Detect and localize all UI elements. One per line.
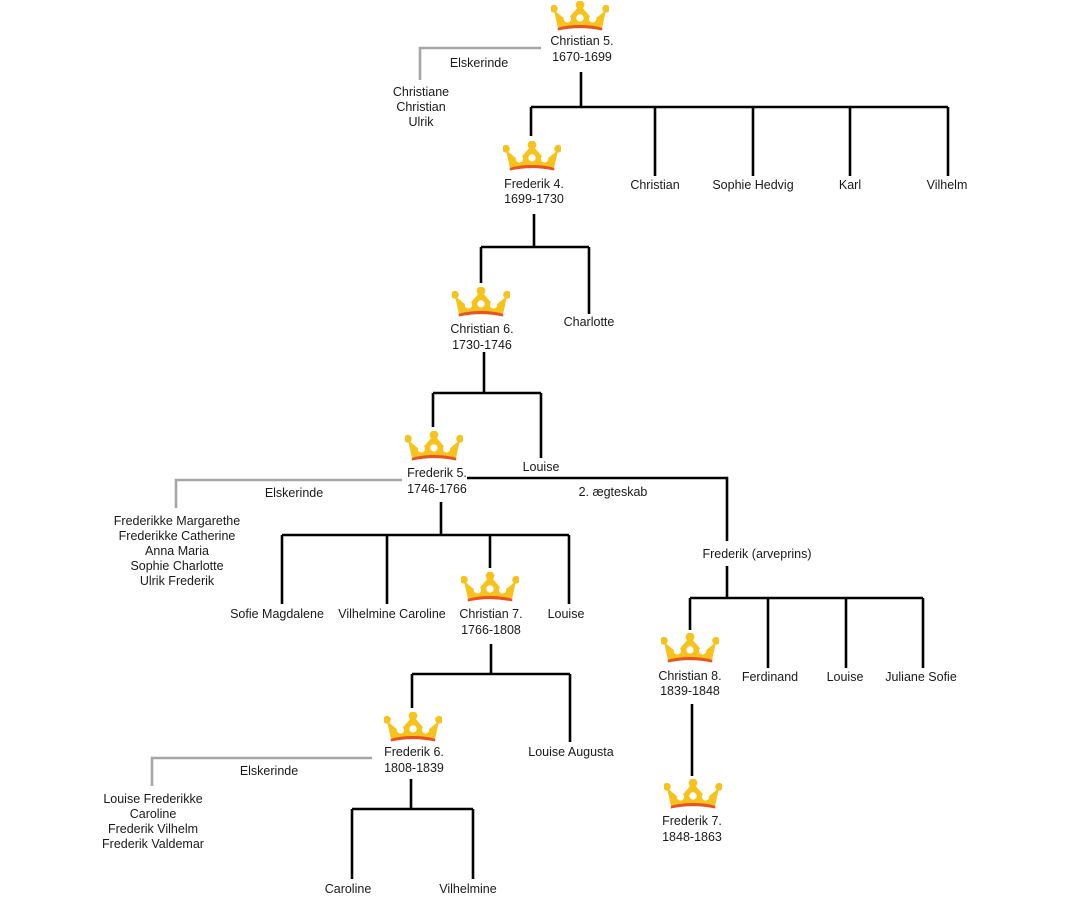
illegitimate-child: Ulrik Frederik <box>140 574 215 588</box>
crown-icon <box>384 712 442 742</box>
monarch-name: Frederik 6. <box>384 745 444 759</box>
monarch-reign: 1746-1766 <box>407 482 467 496</box>
monarch-reign: 1839-1848 <box>660 684 720 698</box>
illegitimate-children-christian-5: Christiane Christian Ulrik <box>393 85 449 129</box>
relation-labels: Elskerinde Elskerinde Elskerinde 2. ægte… <box>240 56 648 778</box>
child-louise: Louise <box>523 460 560 474</box>
monarch-frederik-7: Frederik 7. 1848-1863 <box>662 814 722 844</box>
child-charlotte: Charlotte <box>564 315 615 329</box>
child-louise-augusta: Louise Augusta <box>528 745 614 759</box>
monarch-name: Frederik 4. <box>504 177 564 191</box>
crown-icon <box>661 633 719 663</box>
monarch-frederik-6: Frederik 6. 1808-1839 <box>384 745 444 775</box>
illegitimate-child: Christian <box>396 100 445 114</box>
illegitimate-child: Anna Maria <box>145 544 209 558</box>
monarch-reign: 1730-1746 <box>452 338 512 352</box>
monarch-christian-8: Christian 8. 1839-1848 <box>658 669 721 698</box>
mistress-label: Elskerinde <box>240 764 298 778</box>
illegitimate-child: Caroline <box>130 807 177 821</box>
child-vilhelmine: Vilhelmine <box>439 882 496 896</box>
monarch-name: Christian 5. <box>550 34 613 48</box>
monarch-christian-7: Christian 7. 1766-1808 <box>459 607 522 637</box>
child-vilhelm: Vilhelm <box>927 178 968 192</box>
child-vilhelmine-caroline: Vilhelmine Caroline <box>338 607 446 621</box>
monarch-frederik-4: Frederik 4. 1699-1730 <box>504 177 564 206</box>
illegitimate-children-frederik-6: Louise Frederikke Caroline Frederik Vilh… <box>102 792 204 851</box>
child-louise: Louise <box>827 670 864 684</box>
monarch-name: Christian 6. <box>450 322 513 336</box>
children-labels: Christian Sophie Hedvig Karl Vilhelm Cha… <box>230 178 967 896</box>
connector-lines <box>150 46 950 879</box>
crown-icon <box>664 779 722 809</box>
monarch-reign: 1699-1730 <box>504 192 564 206</box>
mistress-label: Elskerinde <box>450 56 508 70</box>
monarch-name: Frederik 7. <box>662 814 722 828</box>
monarch-name: Frederik 5. <box>407 466 467 480</box>
monarch-reign: 1766-1808 <box>461 623 521 637</box>
monarch-name: Christian 8. <box>658 669 721 683</box>
crown-icon <box>461 572 519 602</box>
illegitimate-child: Louise Frederikke <box>103 792 202 806</box>
second-marriage-label: 2. ægteskab <box>579 485 648 499</box>
illegitimate-child: Christiane <box>393 85 449 99</box>
illegitimate-child: Sophie Charlotte <box>130 559 223 573</box>
illegitimate-child: Ulrik <box>409 115 435 129</box>
crown-icon <box>405 431 463 461</box>
monarch-reign: 1848-1863 <box>662 830 722 844</box>
monarch-frederik-5: Frederik 5. 1746-1766 <box>407 466 467 496</box>
monarch-reign: 1670-1699 <box>552 50 612 64</box>
child-louise: Louise <box>548 607 585 621</box>
child-sofie-magdalene: Sofie Magdalene <box>230 607 324 621</box>
child-juliane-sofie: Juliane Sofie <box>885 670 957 684</box>
crown-icon <box>503 141 561 171</box>
monarch-christian-5: Christian 5. 1670-1699 <box>550 34 613 64</box>
child-frederik-arveprins: Frederik (arveprins) <box>702 547 811 561</box>
monarch-christian-6: Christian 6. 1730-1746 <box>450 322 513 352</box>
monarch-reign: 1808-1839 <box>384 761 444 775</box>
child-sophie-hedvig: Sophie Hedvig <box>712 178 793 192</box>
child-ferdinand: Ferdinand <box>742 670 798 684</box>
crown-icon <box>452 287 510 317</box>
crown-icon <box>551 1 609 31</box>
illegitimate-child: Frederik Vilhelm <box>108 822 198 836</box>
child-christian: Christian <box>630 178 679 192</box>
mistress-label: Elskerinde <box>265 486 323 500</box>
illegitimate-child: Frederik Valdemar <box>102 837 204 851</box>
child-karl: Karl <box>839 178 861 192</box>
monarch-name: Christian 7. <box>459 607 522 621</box>
illegitimate-children-frederik-5: Frederikke Margarethe Frederikke Catheri… <box>114 514 240 588</box>
child-caroline: Caroline <box>325 882 372 896</box>
illegitimate-child: Frederikke Margarethe <box>114 514 240 528</box>
illegitimate-child: Frederikke Catherine <box>119 529 236 543</box>
